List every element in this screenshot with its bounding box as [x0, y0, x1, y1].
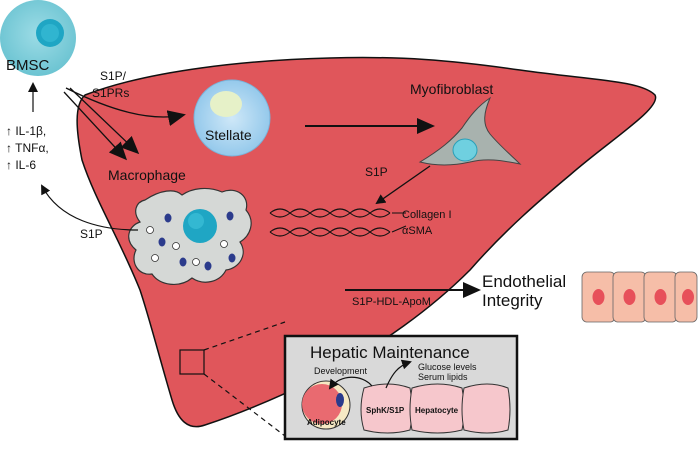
adipocyte-label: Adipocyte — [307, 418, 346, 427]
asma-label: αSMA — [402, 225, 433, 237]
glucose-arrow — [385, 359, 412, 389]
glucose-label: Glucose levels — [418, 362, 477, 372]
serum-lipids-label: Serum lipids — [418, 372, 468, 382]
bmsc-to-macrophage-arrow-2 — [69, 87, 140, 155]
cytokine-il1b: ↑ IL-1β, — [6, 124, 46, 138]
myofibroblast-cell — [418, 96, 522, 166]
collagen-fibers — [269, 208, 391, 237]
macrophage-cell — [128, 187, 252, 285]
endothelial-cells — [581, 271, 698, 323]
endothelial-label-1: Endothelial — [482, 272, 566, 291]
sphk-label: SphK/S1P — [366, 406, 405, 415]
macrophage-label: Macrophage — [108, 167, 186, 183]
s1p-s1prs-label-1: S1P/ — [100, 69, 127, 83]
macrophage-to-cytokine-arrow — [41, 184, 139, 231]
cytokine-il6: ↑ IL-6 — [6, 158, 36, 172]
collagen-label: Collagen I — [402, 209, 452, 221]
stellate-cell — [193, 79, 271, 157]
myofibroblast-label: Myofibroblast — [410, 81, 493, 97]
s1p-hdl-apom-label: S1P-HDL-ApoM — [352, 296, 431, 308]
bmsc-cell — [0, 0, 76, 76]
inset-title: Hepatic Maintenance — [310, 343, 470, 362]
s1p-myofibroblast-label: S1P — [365, 165, 388, 179]
stellate-label: Stellate — [205, 127, 252, 143]
zoom-box — [179, 349, 205, 375]
hepatocyte-label: Hepatocyte — [415, 406, 459, 415]
cytokine-tnfa: ↑ TNFα, — [6, 141, 49, 155]
bmsc-label: BMSC — [6, 57, 50, 74]
zoom-line-bottom — [203, 373, 286, 437]
bmsc-to-macrophage-arrow-1 — [63, 91, 128, 161]
development-arrow — [328, 376, 373, 390]
bmsc-to-stellate-arrow — [65, 87, 186, 126]
s1p-macrophage-label: S1P — [80, 227, 103, 241]
development-label: Development — [314, 366, 368, 376]
myofibroblast-to-collagen-arrow — [375, 165, 431, 205]
s1p-s1prs-label-2: S1PRs — [92, 86, 129, 100]
asma-pointer — [391, 225, 407, 233]
endothelial-label-2: Integrity — [482, 291, 543, 310]
inset-cells — [301, 380, 511, 434]
